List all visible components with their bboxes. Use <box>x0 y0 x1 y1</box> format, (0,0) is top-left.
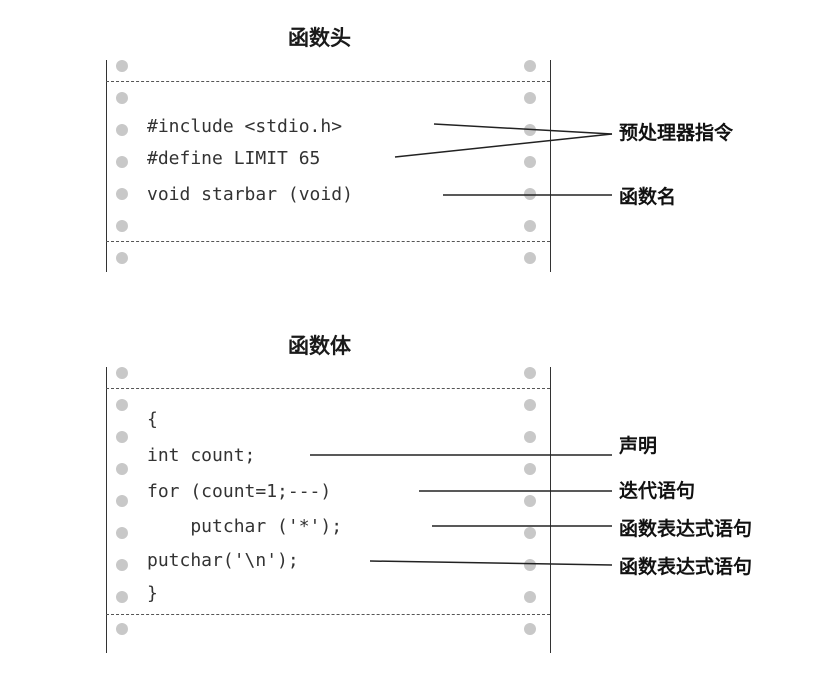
sprocket-hole <box>116 367 128 379</box>
code-line-putchar-star: putchar ('*'); <box>147 516 343 537</box>
sprocket-hole <box>524 559 536 571</box>
sprocket-hole <box>116 252 128 264</box>
code-line-function-name: void starbar (void) <box>147 184 353 205</box>
body-panel-left-border <box>106 367 107 653</box>
sprocket-hole <box>116 220 128 232</box>
label-expression-statement-2: 函数表达式语句 <box>619 556 753 578</box>
code-line-putchar-newline: putchar('\n'); <box>147 550 299 571</box>
label-function-name: 函数名 <box>619 186 677 208</box>
code-line-declaration: int count; <box>147 445 256 466</box>
sprocket-hole <box>524 188 536 200</box>
connector-putchar-newline <box>369 560 613 566</box>
code-line-define: #define LIMIT 65 <box>147 148 321 169</box>
sprocket-hole <box>116 399 128 411</box>
header-panel-right-border <box>550 60 551 272</box>
header-panel-top-divider <box>106 81 550 82</box>
sprocket-hole <box>524 60 536 72</box>
label-preprocessor-directive: 预处理器指令 <box>619 122 734 144</box>
sprocket-hole <box>116 60 128 72</box>
function-header-title: 函数头 <box>288 26 351 50</box>
header-panel-bottom-divider <box>106 241 550 242</box>
code-line-include: #include <stdio.h> <box>147 116 343 137</box>
label-expression-statement-1: 函数表达式语句 <box>619 518 753 540</box>
body-panel-right-border <box>550 367 551 653</box>
body-panel-bottom-divider <box>106 614 550 615</box>
sprocket-hole <box>116 463 128 475</box>
connector-include <box>433 123 613 135</box>
label-iteration-statement: 迭代语句 <box>619 480 696 502</box>
sprocket-hole <box>116 431 128 443</box>
code-line-for-loop: for (count=1;---) <box>147 481 332 502</box>
sprocket-hole <box>116 559 128 571</box>
sprocket-hole <box>116 156 128 168</box>
sprocket-hole <box>116 188 128 200</box>
sprocket-hole <box>524 623 536 635</box>
body-panel-top-divider <box>106 388 550 389</box>
label-declaration: 声明 <box>619 435 658 457</box>
sprocket-hole <box>524 92 536 104</box>
sprocket-hole <box>524 220 536 232</box>
sprocket-hole <box>524 591 536 603</box>
sprocket-hole <box>524 367 536 379</box>
code-line-close-brace: } <box>147 583 158 604</box>
sprocket-hole <box>116 623 128 635</box>
connector-define <box>394 133 613 158</box>
header-panel-left-border <box>106 60 107 272</box>
sprocket-hole <box>524 399 536 411</box>
sprocket-hole <box>116 495 128 507</box>
sprocket-hole <box>524 156 536 168</box>
sprocket-hole <box>524 431 536 443</box>
sprocket-hole <box>524 252 536 264</box>
sprocket-hole <box>116 124 128 136</box>
sprocket-hole <box>524 495 536 507</box>
sprocket-hole <box>524 527 536 539</box>
sprocket-hole <box>116 92 128 104</box>
code-line-open-brace: { <box>147 409 158 430</box>
function-body-title: 函数体 <box>288 334 351 358</box>
sprocket-hole <box>116 527 128 539</box>
sprocket-hole <box>116 591 128 603</box>
sprocket-hole <box>524 463 536 475</box>
